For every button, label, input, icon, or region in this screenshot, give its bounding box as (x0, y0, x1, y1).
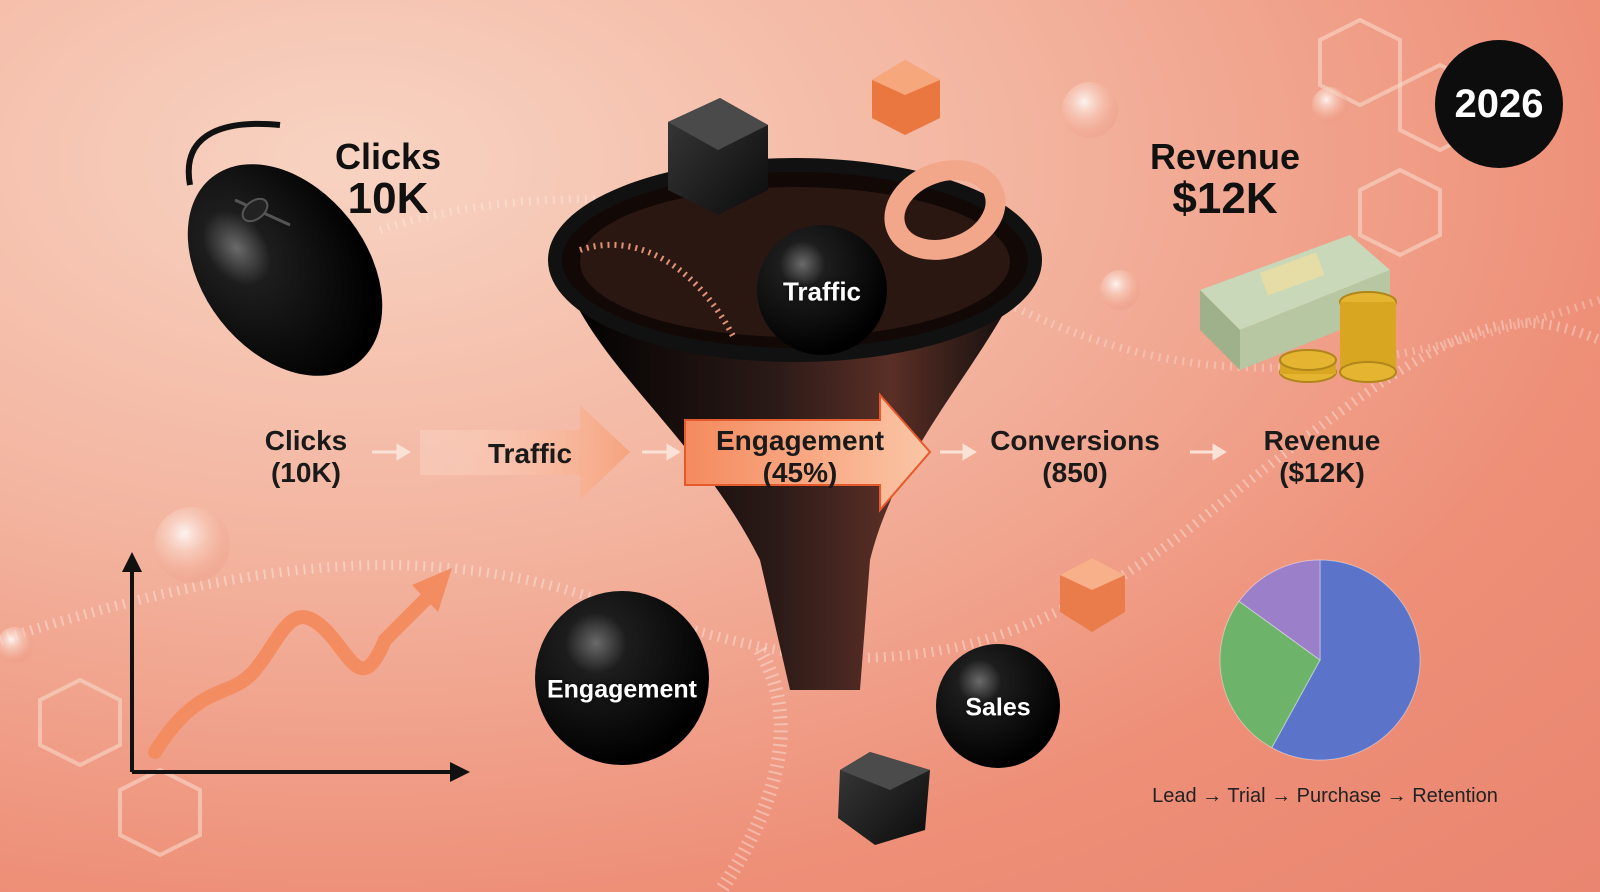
flow-step-clicks: Clicks (10K) (265, 425, 348, 489)
gem-icon-mid (1060, 558, 1125, 632)
cube-icon-bottom (838, 752, 930, 845)
traffic-sphere (757, 225, 887, 355)
headline-revenue-label: Revenue (1149, 136, 1301, 177)
flow-step-conversions: Conversions (850) (990, 425, 1160, 489)
headline-clicks-value: 10K (347, 173, 429, 223)
sales-sphere-label: Sales (965, 693, 1031, 722)
traffic-sphere-label: Traffic (782, 276, 862, 307)
headline-revenue: Revenue $12K (1140, 138, 1310, 222)
flow-step-value: (45%) (762, 457, 838, 489)
flow-step-engagement: Engagement (45%) (716, 425, 884, 489)
flow-step-label: Engagement (715, 425, 885, 456)
flow-step-revenue: Revenue ($12K) (1264, 425, 1381, 489)
funnel-steps-caption: Lead → Trial → Purchase → Retention (1152, 785, 1498, 807)
flow-step-value: (10K) (270, 457, 341, 489)
headline-revenue-value: $12K (1172, 173, 1278, 223)
flow-step-label: Clicks (264, 425, 348, 456)
sales-sphere (936, 644, 1060, 768)
pie-slice-1 (1219, 600, 1321, 749)
growth-chart (122, 552, 470, 782)
year-badge: 2026 (1435, 40, 1563, 168)
flow-step-label: Revenue (1263, 425, 1381, 456)
pie-chart (1219, 559, 1421, 761)
pie-slice-2 (1238, 559, 1321, 661)
engagement-arrow (684, 392, 932, 513)
flow-step-value: (850) (1042, 457, 1108, 489)
pie-slice-0 (1271, 559, 1421, 761)
flow-step-traffic: Traffic (488, 438, 572, 470)
gem-icon-top (872, 60, 940, 135)
headline-clicks: Clicks 10K (318, 138, 458, 222)
traffic-arrow (420, 405, 630, 500)
flow-step-value: ($12K) (1279, 457, 1365, 489)
engagement-sphere (535, 591, 709, 765)
flow-step-label: Conversions (990, 425, 1160, 456)
money-icon (1200, 235, 1397, 383)
engagement-sphere-label: Engagement (546, 675, 698, 704)
headline-clicks-label: Clicks (334, 136, 442, 177)
flow-arrows (372, 443, 1227, 461)
mouse-icon (185, 120, 383, 376)
flow-step-label: Traffic (487, 438, 573, 469)
ring-icon (884, 160, 1006, 260)
cube-icon-top (668, 98, 768, 215)
